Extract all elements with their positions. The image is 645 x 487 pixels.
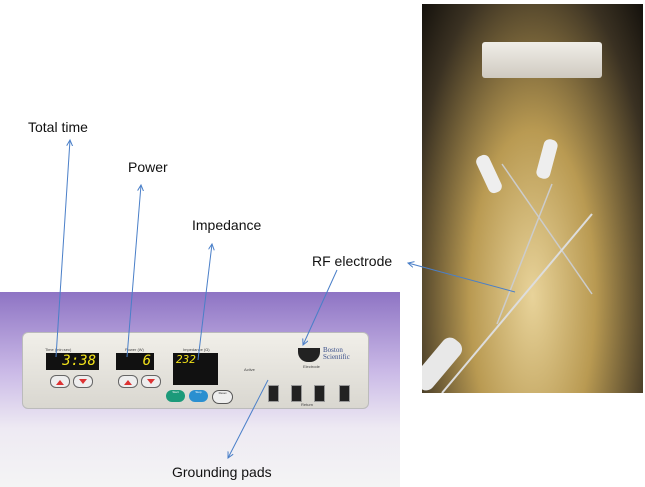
- generator-photo: Time (min:sec) 3:38 Power (W) 6 Impedanc…: [0, 292, 400, 487]
- power-display: 6: [116, 353, 154, 370]
- time-label: Time (min:sec): [45, 347, 72, 352]
- power-arrow: [126, 185, 141, 358]
- grounding-pads-label: Grounding pads: [172, 464, 272, 480]
- total-time-arrow: [55, 140, 70, 358]
- active-label: Active: [244, 367, 255, 372]
- generator-thumbnail: [482, 42, 602, 78]
- power-label: Power: [128, 159, 168, 175]
- power-down-button: [141, 375, 161, 388]
- time-up-button: [50, 375, 70, 388]
- electrode-label: Electrode: [303, 364, 320, 369]
- stop-button: Stop: [189, 390, 208, 402]
- reset-button: Reset: [212, 390, 233, 404]
- return-port: [339, 385, 350, 402]
- time-down-button: [73, 375, 93, 388]
- power-up-button: [118, 375, 138, 388]
- brand-line2: Scientific: [323, 353, 350, 361]
- time-display: 3:38: [46, 353, 99, 370]
- impedance-value: 232: [176, 353, 196, 366]
- impedance-label: Impedance (Ω): [183, 347, 210, 352]
- electrode-illustration: [422, 139, 593, 393]
- rf-generator: Time (min:sec) 3:38 Power (W) 6 Impedanc…: [22, 332, 369, 409]
- impedance-arrow: [197, 244, 212, 361]
- electrode-photo: [422, 4, 643, 393]
- return-port: [291, 385, 302, 402]
- rf-electrode-label: RF electrode: [312, 253, 393, 269]
- impedance-label: Impedance: [192, 217, 262, 233]
- rf-electrode-arrow: [303, 269, 338, 345]
- return-port: [268, 385, 279, 402]
- total-time-label: Total time: [28, 119, 88, 135]
- grounding-pads-arrow: [228, 379, 269, 458]
- impedance-display: 232: [173, 353, 218, 385]
- power-label: Power (W): [125, 347, 144, 352]
- brand-line1: Boston: [323, 346, 343, 354]
- return-port: [314, 385, 325, 402]
- electrode-connector: [298, 348, 320, 362]
- rf-electrode-photo-arrow: [408, 263, 516, 293]
- start-button: Start: [166, 390, 185, 402]
- return-label: Return: [301, 402, 314, 407]
